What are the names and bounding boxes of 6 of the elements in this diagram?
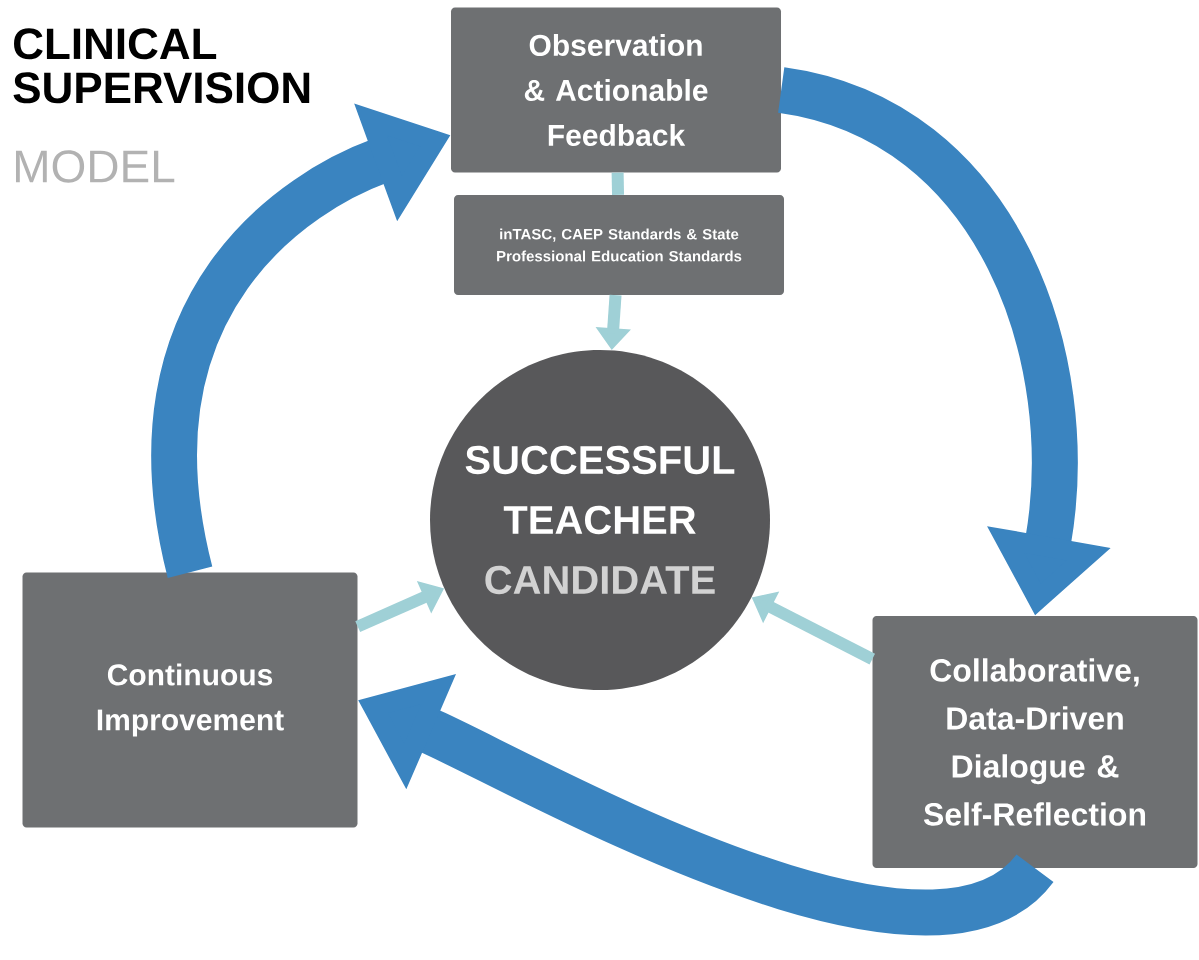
subtitle: MODEL: [16, 150, 175, 183]
process-box: Continuous Improvement: [22, 572, 358, 828]
standards-box: inTASC, CAEP Standards & State Professional Education Standards: [454, 195, 784, 295]
process-box: Collaborative, Data-Driven Dialogue & Self-Reflection: [872, 616, 1198, 868]
title: CLINICAL SUPERVISION: [13, 28, 310, 104]
process-box: Observation & Actionable Feedback: [451, 7, 781, 173]
